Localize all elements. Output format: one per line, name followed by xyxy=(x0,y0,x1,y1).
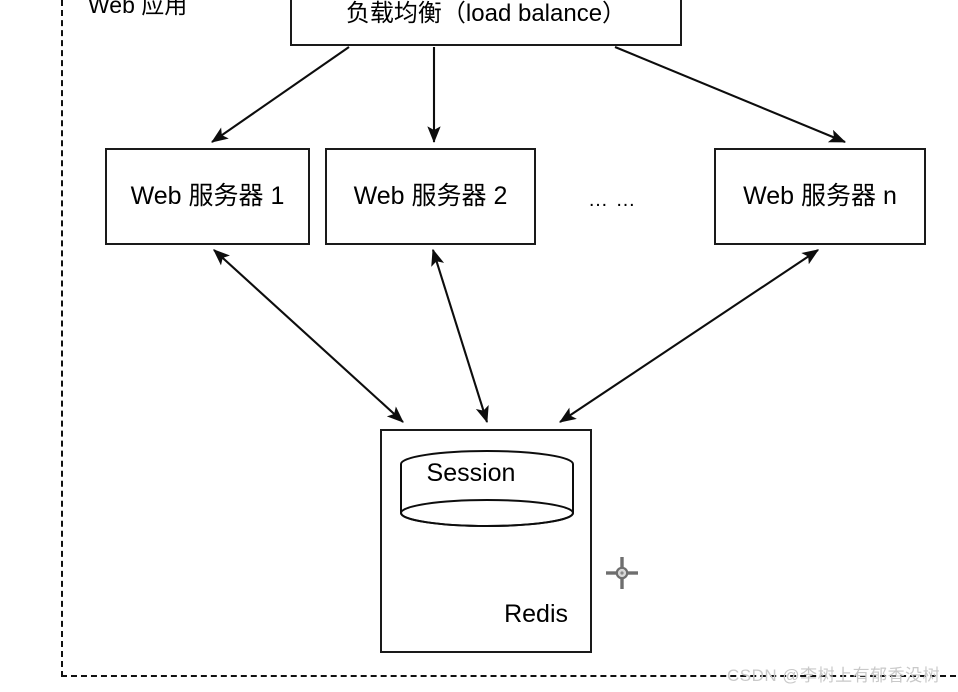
node-web-server-2[interactable]: Web 服务器 2 xyxy=(325,148,536,245)
node-load-balance[interactable]: 负载均衡（load balance） xyxy=(290,0,682,46)
redis-label: Redis xyxy=(504,600,568,628)
session-label: Session xyxy=(426,459,516,487)
web-server-n-label: Web 服务器 n xyxy=(743,181,897,210)
system-boundary xyxy=(61,0,958,677)
node-web-server-1[interactable]: Web 服务器 1 xyxy=(105,148,310,245)
session-cylinder-icon xyxy=(400,450,574,527)
web-server-1-label: Web 服务器 1 xyxy=(130,181,285,210)
web-server-2-label: Web 服务器 2 xyxy=(353,181,508,210)
node-web-server-n[interactable]: Web 服务器 n xyxy=(714,148,926,245)
load-balance-label: 负载均衡（load balance） xyxy=(345,0,627,27)
move-crosshair-cursor-icon xyxy=(606,557,638,589)
watermark: CSDN @李树上有郁香没树 xyxy=(727,666,941,685)
page-title: Web 应用 xyxy=(88,0,188,18)
servers-ellipsis: … … xyxy=(588,189,637,211)
node-redis[interactable]: Session Redis xyxy=(380,429,592,653)
